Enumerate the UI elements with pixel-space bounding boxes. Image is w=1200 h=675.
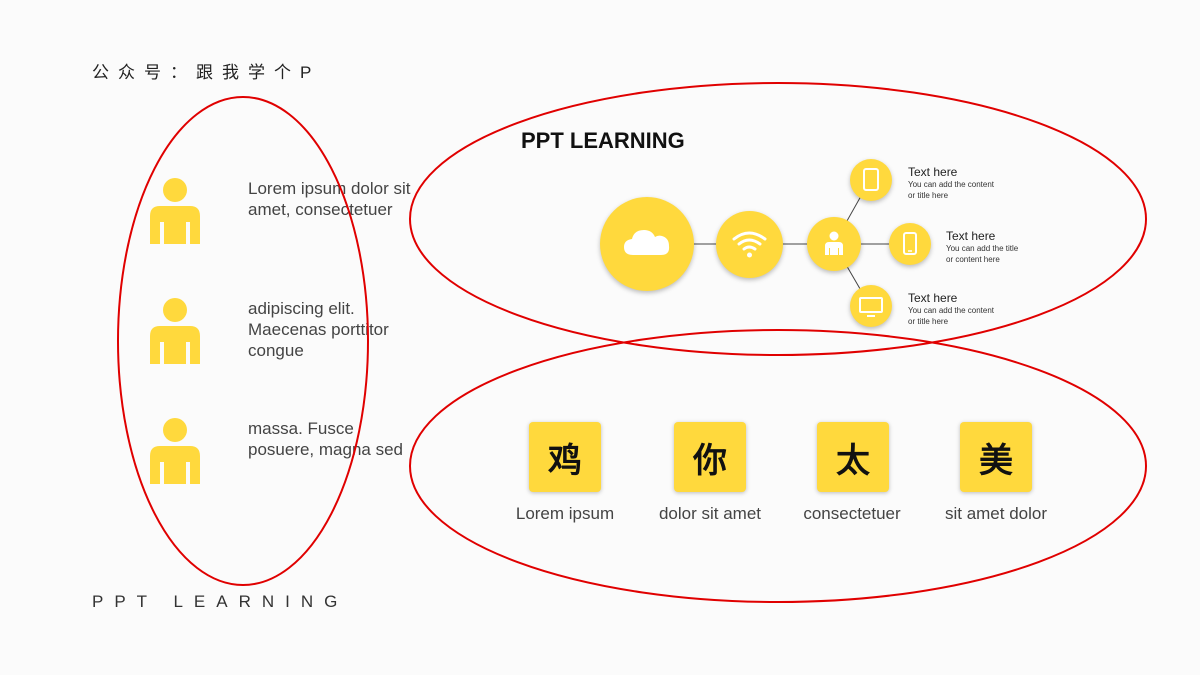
- person-icon: [825, 231, 843, 255]
- monitor-icon: [859, 297, 883, 317]
- person-node: [807, 217, 861, 271]
- branch-text: Text here You can add the title or conte…: [946, 229, 1021, 265]
- char-tile: 你: [674, 422, 746, 492]
- branch-desc: You can add the title or content here: [946, 244, 1019, 264]
- char-tile: 鸡: [529, 422, 601, 492]
- branch-text: Text here You can add the content or tit…: [908, 291, 1003, 327]
- branch-title: Text here: [946, 229, 996, 243]
- char-label: Lorem ipsum: [515, 504, 615, 523]
- char-label: sit amet dolor: [944, 504, 1048, 523]
- cloud-icon: [624, 230, 670, 255]
- phone-icon: [903, 232, 917, 255]
- tablet-node: [850, 159, 892, 201]
- branch-title: Text here: [908, 291, 958, 305]
- branch-desc: You can add the content or title here: [908, 180, 994, 200]
- char-label: consectetuer: [803, 504, 901, 523]
- char-tile: 太: [817, 422, 889, 492]
- branch-text: Text here You can add the content or tit…: [908, 165, 1003, 201]
- tablet-icon: [863, 168, 879, 191]
- wifi-icon: [732, 231, 767, 258]
- char-tile: 美: [960, 422, 1032, 492]
- wifi-node: [716, 211, 783, 278]
- phone-node: [889, 223, 931, 265]
- header-text: 公众号：跟我学个P: [92, 63, 321, 82]
- cloud-node: [600, 197, 694, 291]
- char-label: dolor sit amet: [658, 504, 762, 523]
- monitor-node: [850, 285, 892, 327]
- branch-title: Text here: [908, 165, 958, 179]
- branch-desc: You can add the content or title here: [908, 306, 994, 326]
- footer-text: PPT LEARNING: [92, 592, 349, 611]
